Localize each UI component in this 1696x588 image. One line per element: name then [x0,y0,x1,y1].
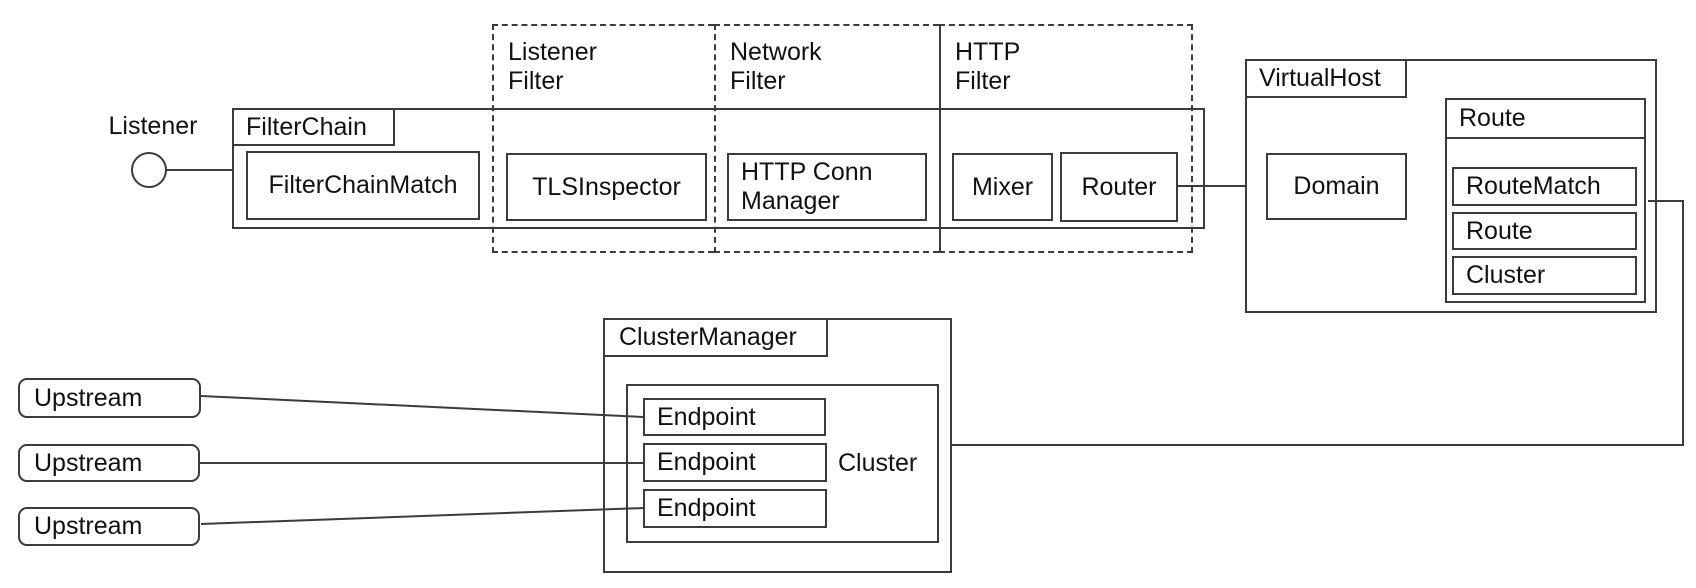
connector-route-to-cluster [952,200,1684,446]
mixer-filter-box: Mixer [952,153,1053,221]
listener-circle-icon [131,152,167,188]
listener-label: Listener [108,111,198,140]
tls-inspector-box: TLSInspector [506,153,707,221]
http-filter-group: HTTP Filter [939,24,1193,253]
upstream-box: Upstream [18,507,200,546]
connector-upstream1-to-endpoint1 [200,395,645,418]
network-filter-title: Network Filter [730,38,822,95]
endpoint-box: Endpoint [643,443,827,482]
connector-upstream3-to-endpoint3 [200,507,645,525]
domain-box: Domain [1266,153,1407,220]
virtual-host-tab: VirtualHost [1245,59,1407,98]
virtual-host-box [1245,59,1657,313]
cluster-label: Cluster [838,448,918,477]
upstream-box: Upstream [18,444,200,482]
route-row-box: Route [1452,212,1637,250]
route-cluster-box: Cluster [1452,256,1637,295]
filter-chain-tab: FilterChain [232,108,395,146]
route-title-row: Route [1445,98,1646,139]
filter-chain-box [232,108,1205,229]
http-filter-title: HTTP Filter [955,38,1021,95]
cluster-box [626,384,939,543]
router-filter-box: Router [1060,152,1178,222]
endpoint-box: Endpoint [643,398,826,436]
cluster-manager-tab: ClusterManager [603,318,828,357]
listener-filter-group: Listener Filter [492,24,714,253]
filter-chain-match-box: FilterChainMatch [246,151,480,220]
listener-filter-title: Listener Filter [508,38,597,95]
endpoint-box: Endpoint [643,489,827,528]
route-match-box: RouteMatch [1452,167,1637,206]
network-filter-group: Network Filter [714,24,939,253]
upstream-box: Upstream [18,378,201,418]
http-conn-manager-box: HTTP Conn Manager [727,153,927,221]
